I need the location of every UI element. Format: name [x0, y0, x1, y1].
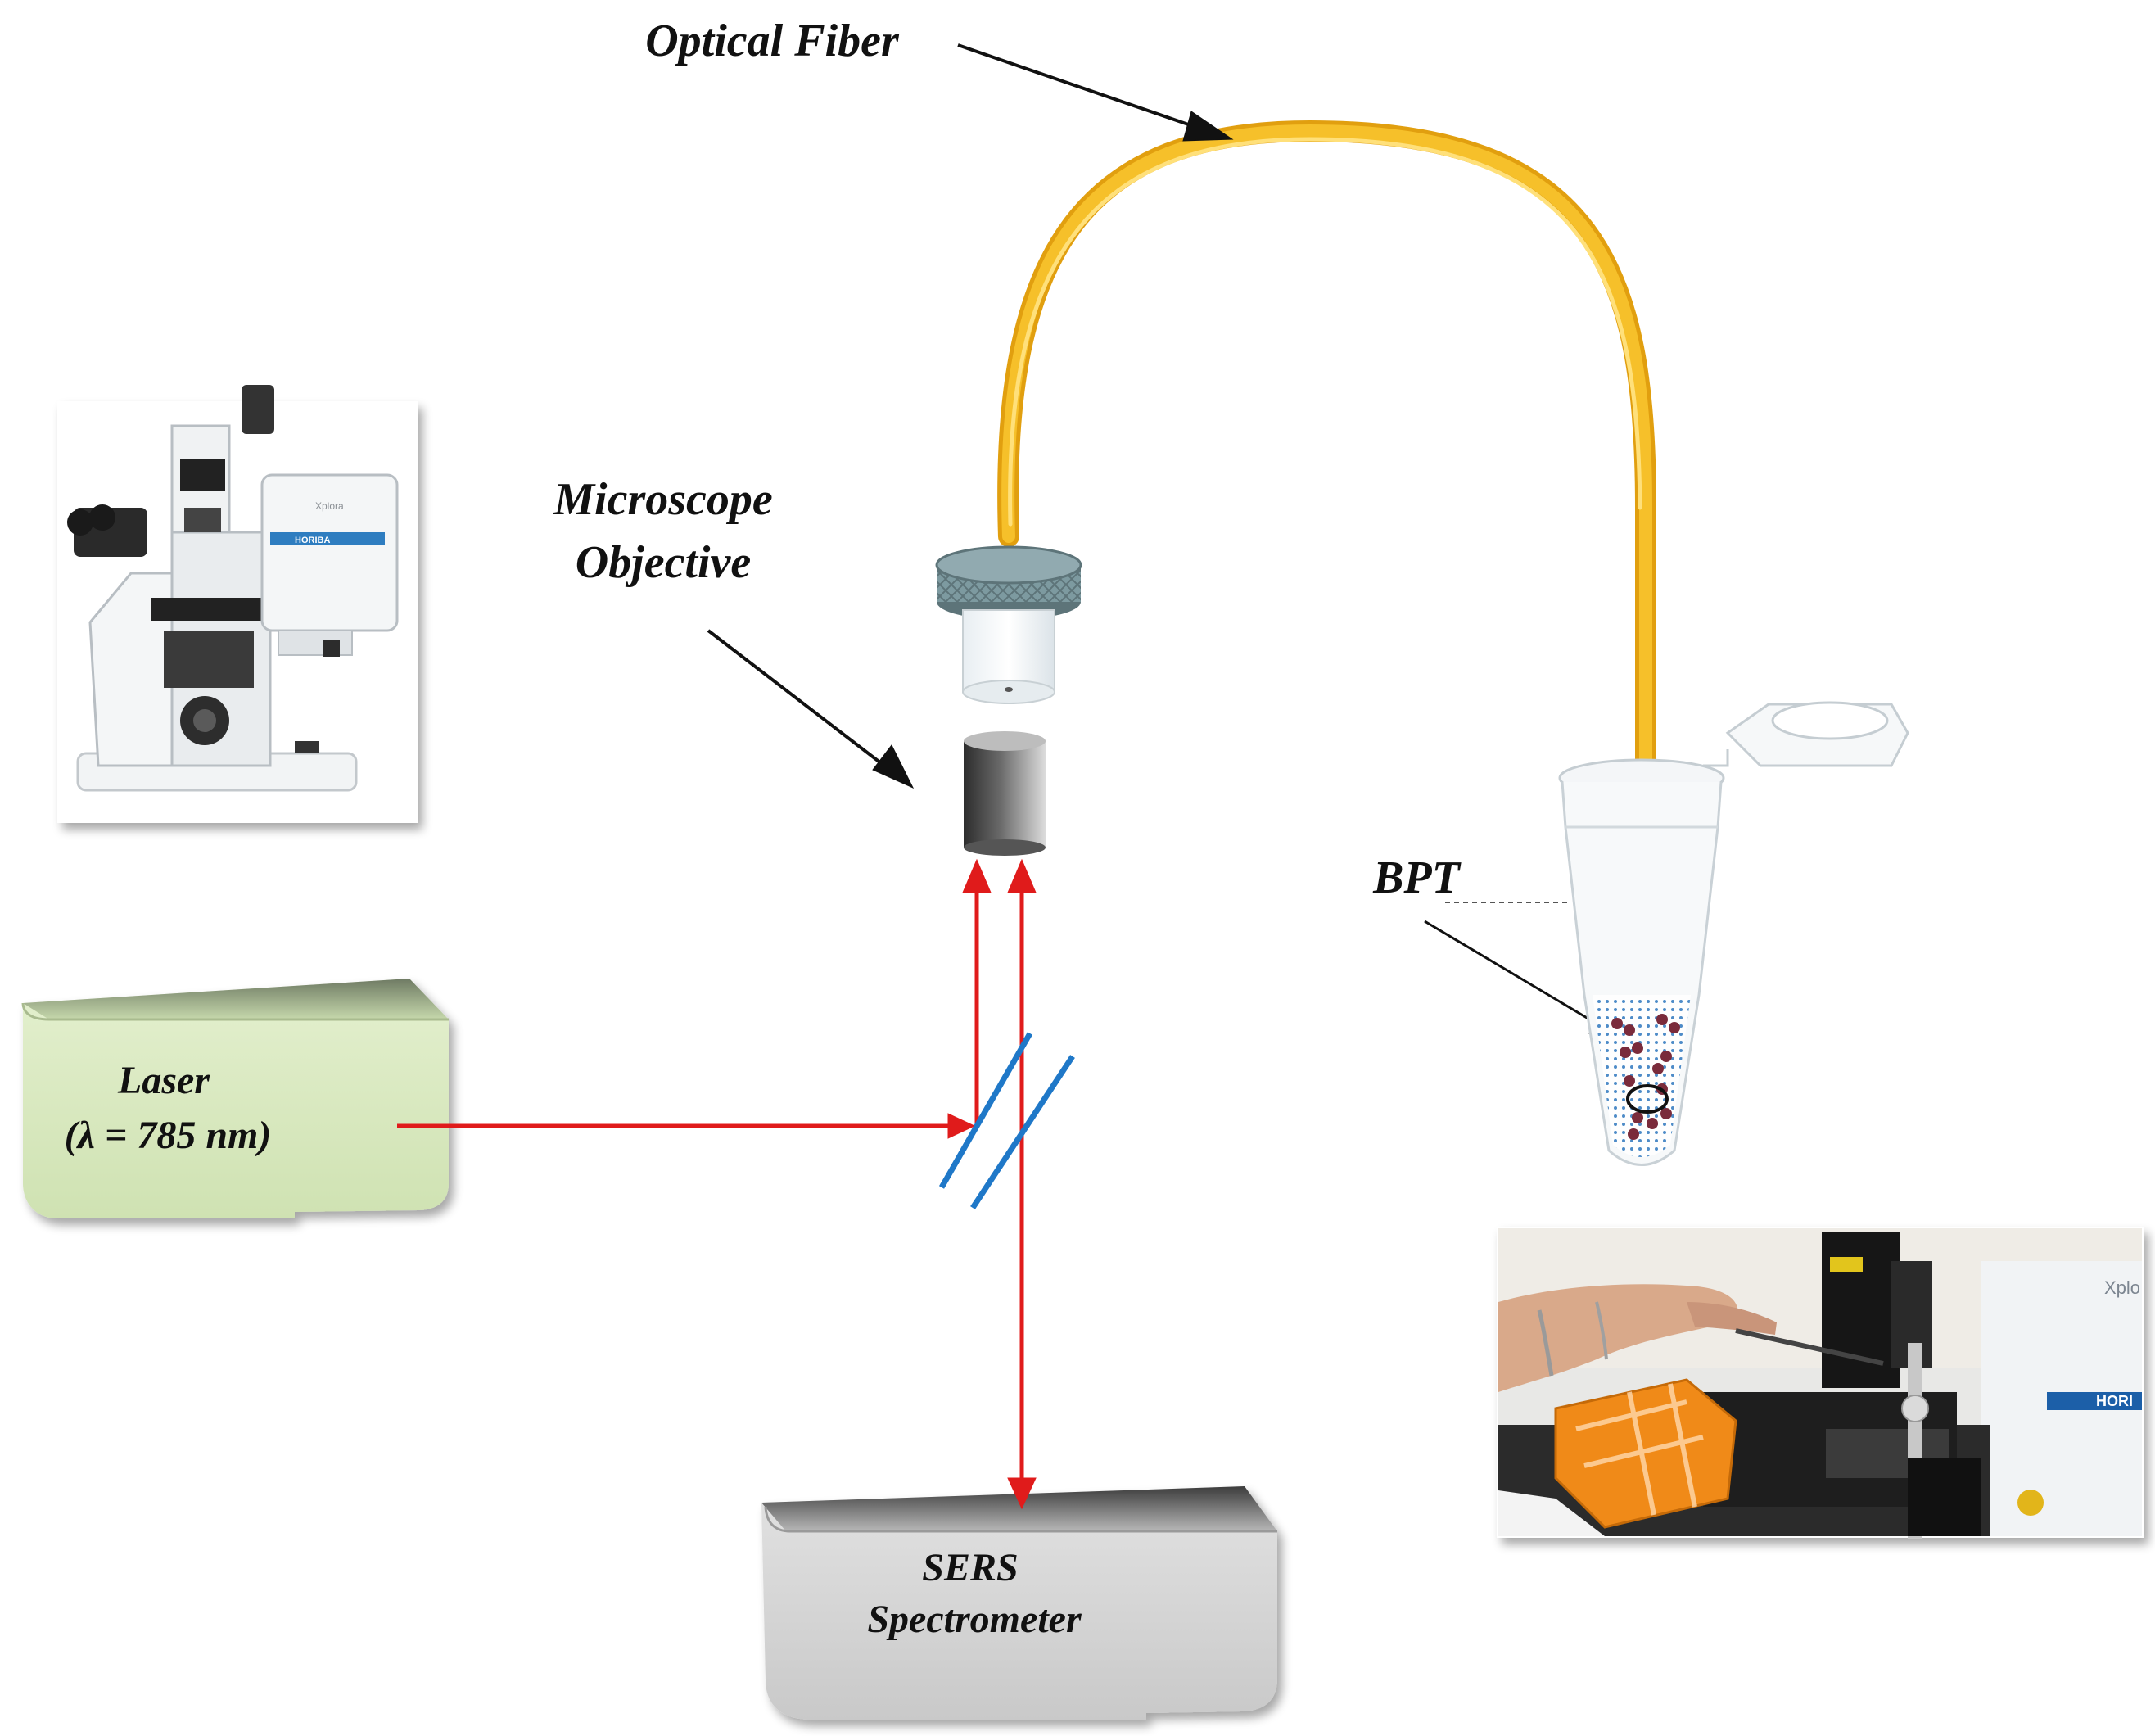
- optical-fiber-label: Optical Fiber: [645, 16, 900, 66]
- bpt-label: BPT: [1372, 852, 1462, 903]
- microscope-objective: [964, 731, 1046, 856]
- sers-label: SERS: [922, 1546, 1018, 1589]
- instrument-model-text: Xplora: [315, 500, 344, 512]
- laser-wavelength-label: (λ = 785 nm): [65, 1114, 272, 1157]
- optical-fiber: [997, 120, 1656, 1015]
- highlight-circle: [1626, 1084, 1669, 1114]
- laser-label: Laser: [117, 1059, 210, 1102]
- bench-model-text: Xplo: [2104, 1277, 2140, 1298]
- laser-box: [21, 979, 449, 1218]
- bench-setup-photo: HORI Xplo: [1497, 1227, 2144, 1539]
- spectrometer-label: Spectrometer: [867, 1598, 1082, 1641]
- eppendorf-tube: [1558, 701, 1909, 1166]
- bench-brand-text: HORI: [2096, 1393, 2133, 1409]
- sers-spectrometer-box: [761, 1486, 1277, 1720]
- laser-beam-path: [397, 858, 1037, 1510]
- objective-label: Objective: [576, 537, 752, 588]
- instrument-brand-text: HORIBA: [295, 536, 330, 545]
- raman-microscope-photo: HORIBA Xplora: [57, 385, 418, 823]
- pointer-arrows: [707, 43, 1623, 1039]
- microscope-label: Microscope: [553, 474, 773, 525]
- beam-splitter: [938, 1032, 1075, 1209]
- fiber-coupler: [935, 545, 1082, 704]
